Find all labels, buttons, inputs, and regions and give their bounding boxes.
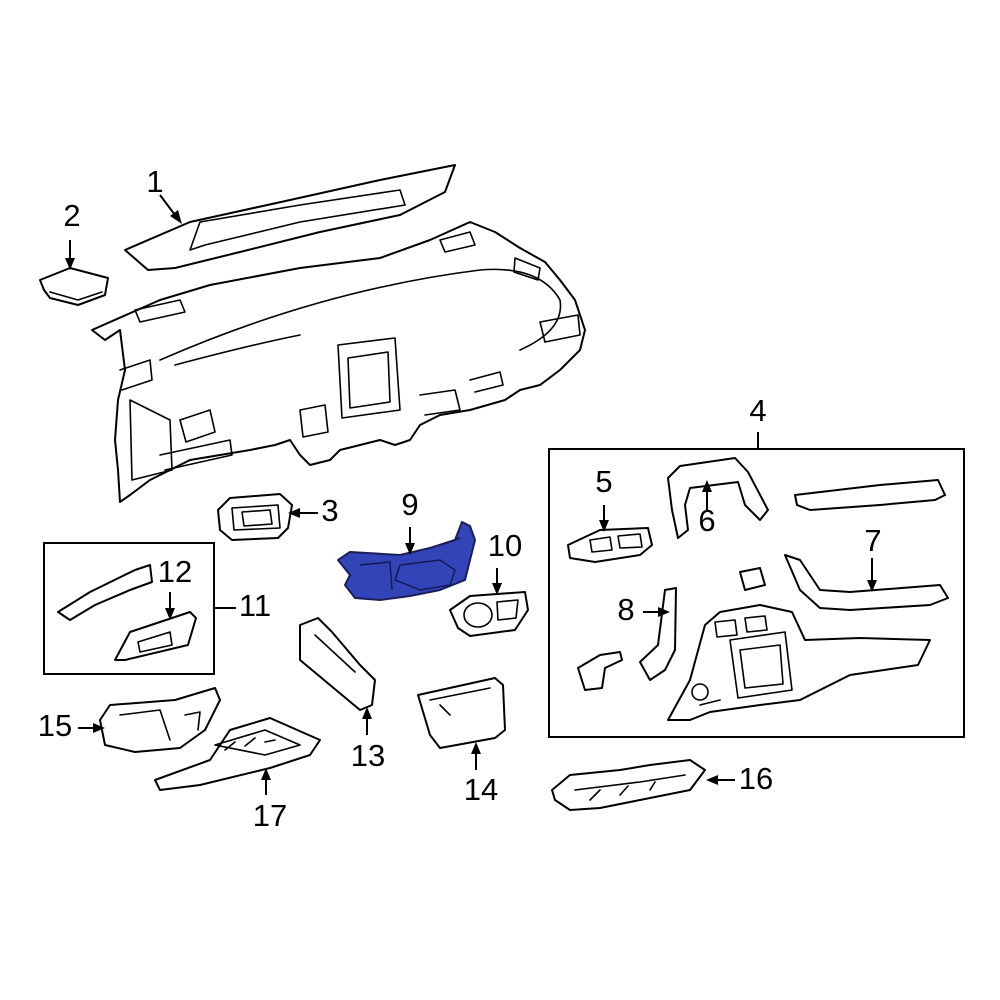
part-15-lower-panel bbox=[99, 687, 221, 753]
callout-11: 11 bbox=[239, 588, 271, 623]
part-5-switch bbox=[567, 527, 653, 563]
leader-lines bbox=[65, 194, 877, 795]
callout-8: 8 bbox=[617, 592, 634, 627]
part-8-bracket bbox=[639, 587, 677, 681]
part-16-duct bbox=[551, 759, 706, 811]
part-12-switch-panel bbox=[114, 611, 197, 661]
callout-1: 1 bbox=[146, 164, 163, 199]
callout-7: 7 bbox=[864, 523, 881, 558]
part-3-vent bbox=[217, 493, 293, 541]
part-17-duct bbox=[154, 717, 321, 791]
part-4-small-switch bbox=[739, 567, 766, 591]
callout-10: 10 bbox=[488, 528, 522, 563]
callout-17: 17 bbox=[253, 798, 287, 833]
callout-4: 4 bbox=[749, 393, 766, 428]
part-7-lower-strip bbox=[784, 554, 949, 611]
callout-6: 6 bbox=[698, 503, 715, 538]
part-2-cover bbox=[39, 267, 109, 306]
part-10-bezel bbox=[449, 591, 529, 637]
callout-labels: 1 2 3 4 5 6 7 8 9 10 11 12 13 14 15 16 1… bbox=[38, 164, 882, 833]
part-7-upper-strip bbox=[794, 479, 946, 511]
part-1-upper-panel bbox=[124, 164, 456, 271]
callout-15: 15 bbox=[38, 708, 72, 743]
part-4-center-console bbox=[667, 604, 931, 721]
callout-5: 5 bbox=[595, 464, 612, 499]
callout-13: 13 bbox=[351, 738, 385, 773]
part-11-trim-strip bbox=[57, 564, 153, 621]
callout-9: 9 bbox=[401, 487, 418, 522]
callout-16: 16 bbox=[739, 761, 773, 796]
part-9-trim-panel bbox=[337, 521, 476, 601]
instrument-panel bbox=[91, 221, 586, 503]
part-6-frame bbox=[667, 457, 769, 539]
part-14-glove-box bbox=[417, 677, 506, 749]
group-box-4 bbox=[548, 448, 965, 738]
part-4-clip bbox=[577, 651, 623, 691]
part-13-side-panel bbox=[299, 617, 376, 711]
callout-3: 3 bbox=[321, 493, 338, 528]
callout-2: 2 bbox=[63, 198, 80, 233]
callout-14: 14 bbox=[464, 772, 498, 807]
callout-12: 12 bbox=[158, 554, 192, 589]
